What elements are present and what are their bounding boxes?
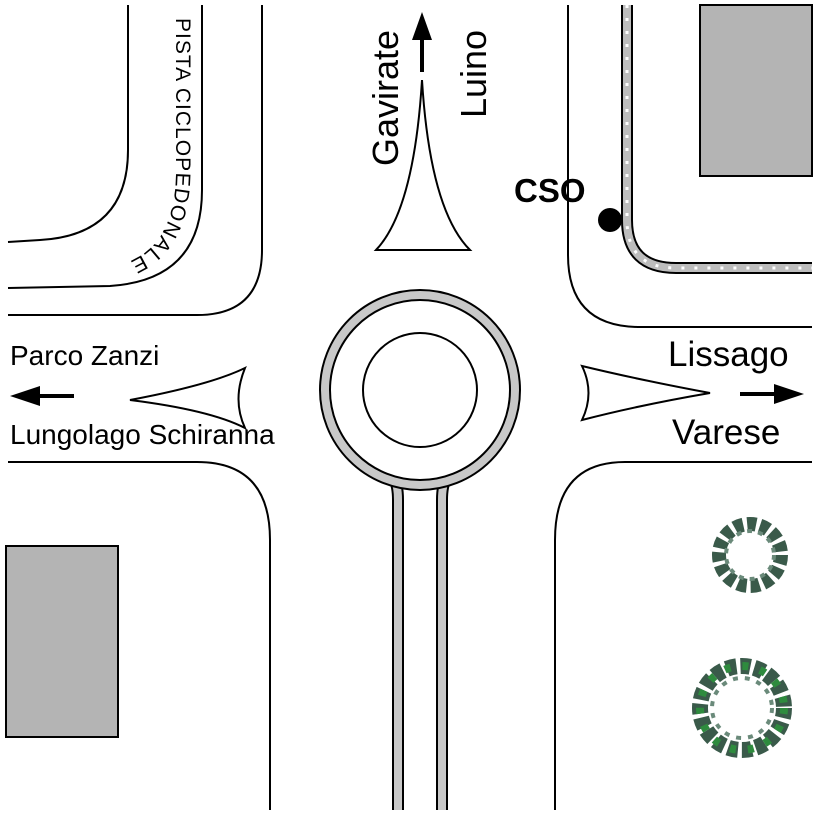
label-varese: Varese (672, 413, 780, 452)
building-northeast (699, 4, 813, 177)
cycle-path-inner (7, 5, 203, 289)
arrow-east-icon (740, 384, 804, 404)
arrow-north-icon (412, 12, 432, 72)
kerb-southwest (8, 461, 271, 810)
tree-icon (712, 517, 788, 593)
cycle-path-outer (7, 5, 129, 243)
label-parco-zanzi: Parco Zanzi (10, 340, 159, 371)
traffic-island-west (129, 365, 248, 431)
kerb-northeast (567, 5, 812, 328)
traffic-island-north (373, 79, 473, 251)
cso-marker-icon (598, 208, 622, 232)
label-lungolago-schiranna: Lungolago Schiranna (10, 419, 275, 450)
tree-icon (692, 658, 792, 758)
arrow-west-icon (10, 386, 74, 406)
kerb-southeast (554, 461, 812, 810)
roundabout (319, 289, 521, 810)
traffic-island-east (580, 364, 711, 422)
rail-line (621, 5, 812, 274)
label-cycle-path: PISTA CICLOPEDONALE (127, 18, 194, 278)
label-lissago: Lissago (668, 335, 789, 374)
label-luino: Luino (453, 30, 494, 118)
building-southwest (5, 545, 119, 738)
label-gavirate: Gavirate (365, 30, 406, 166)
road-edges (7, 5, 812, 810)
kerb-northwest (8, 5, 263, 316)
cso-label: CSO (514, 172, 586, 209)
roundabout-island (362, 332, 478, 448)
